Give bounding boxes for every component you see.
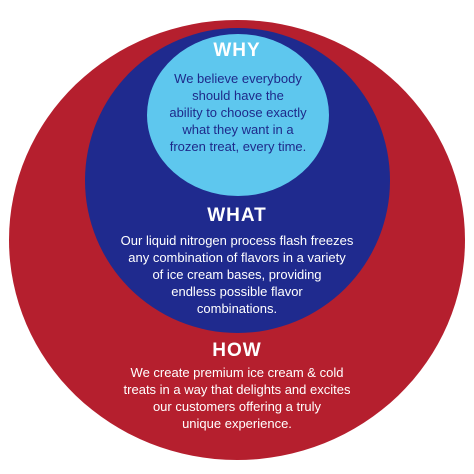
why-description: We believe everybody should have the abi… bbox=[169, 71, 307, 154]
what-description: Our liquid nitrogen process flash freeze… bbox=[120, 233, 354, 316]
how-description: We create premium ice cream & cold treat… bbox=[123, 365, 351, 431]
how-title: HOW bbox=[212, 340, 262, 361]
why-circle bbox=[147, 34, 329, 196]
why-title: WHY bbox=[213, 40, 261, 61]
what-title: WHAT bbox=[207, 205, 267, 226]
